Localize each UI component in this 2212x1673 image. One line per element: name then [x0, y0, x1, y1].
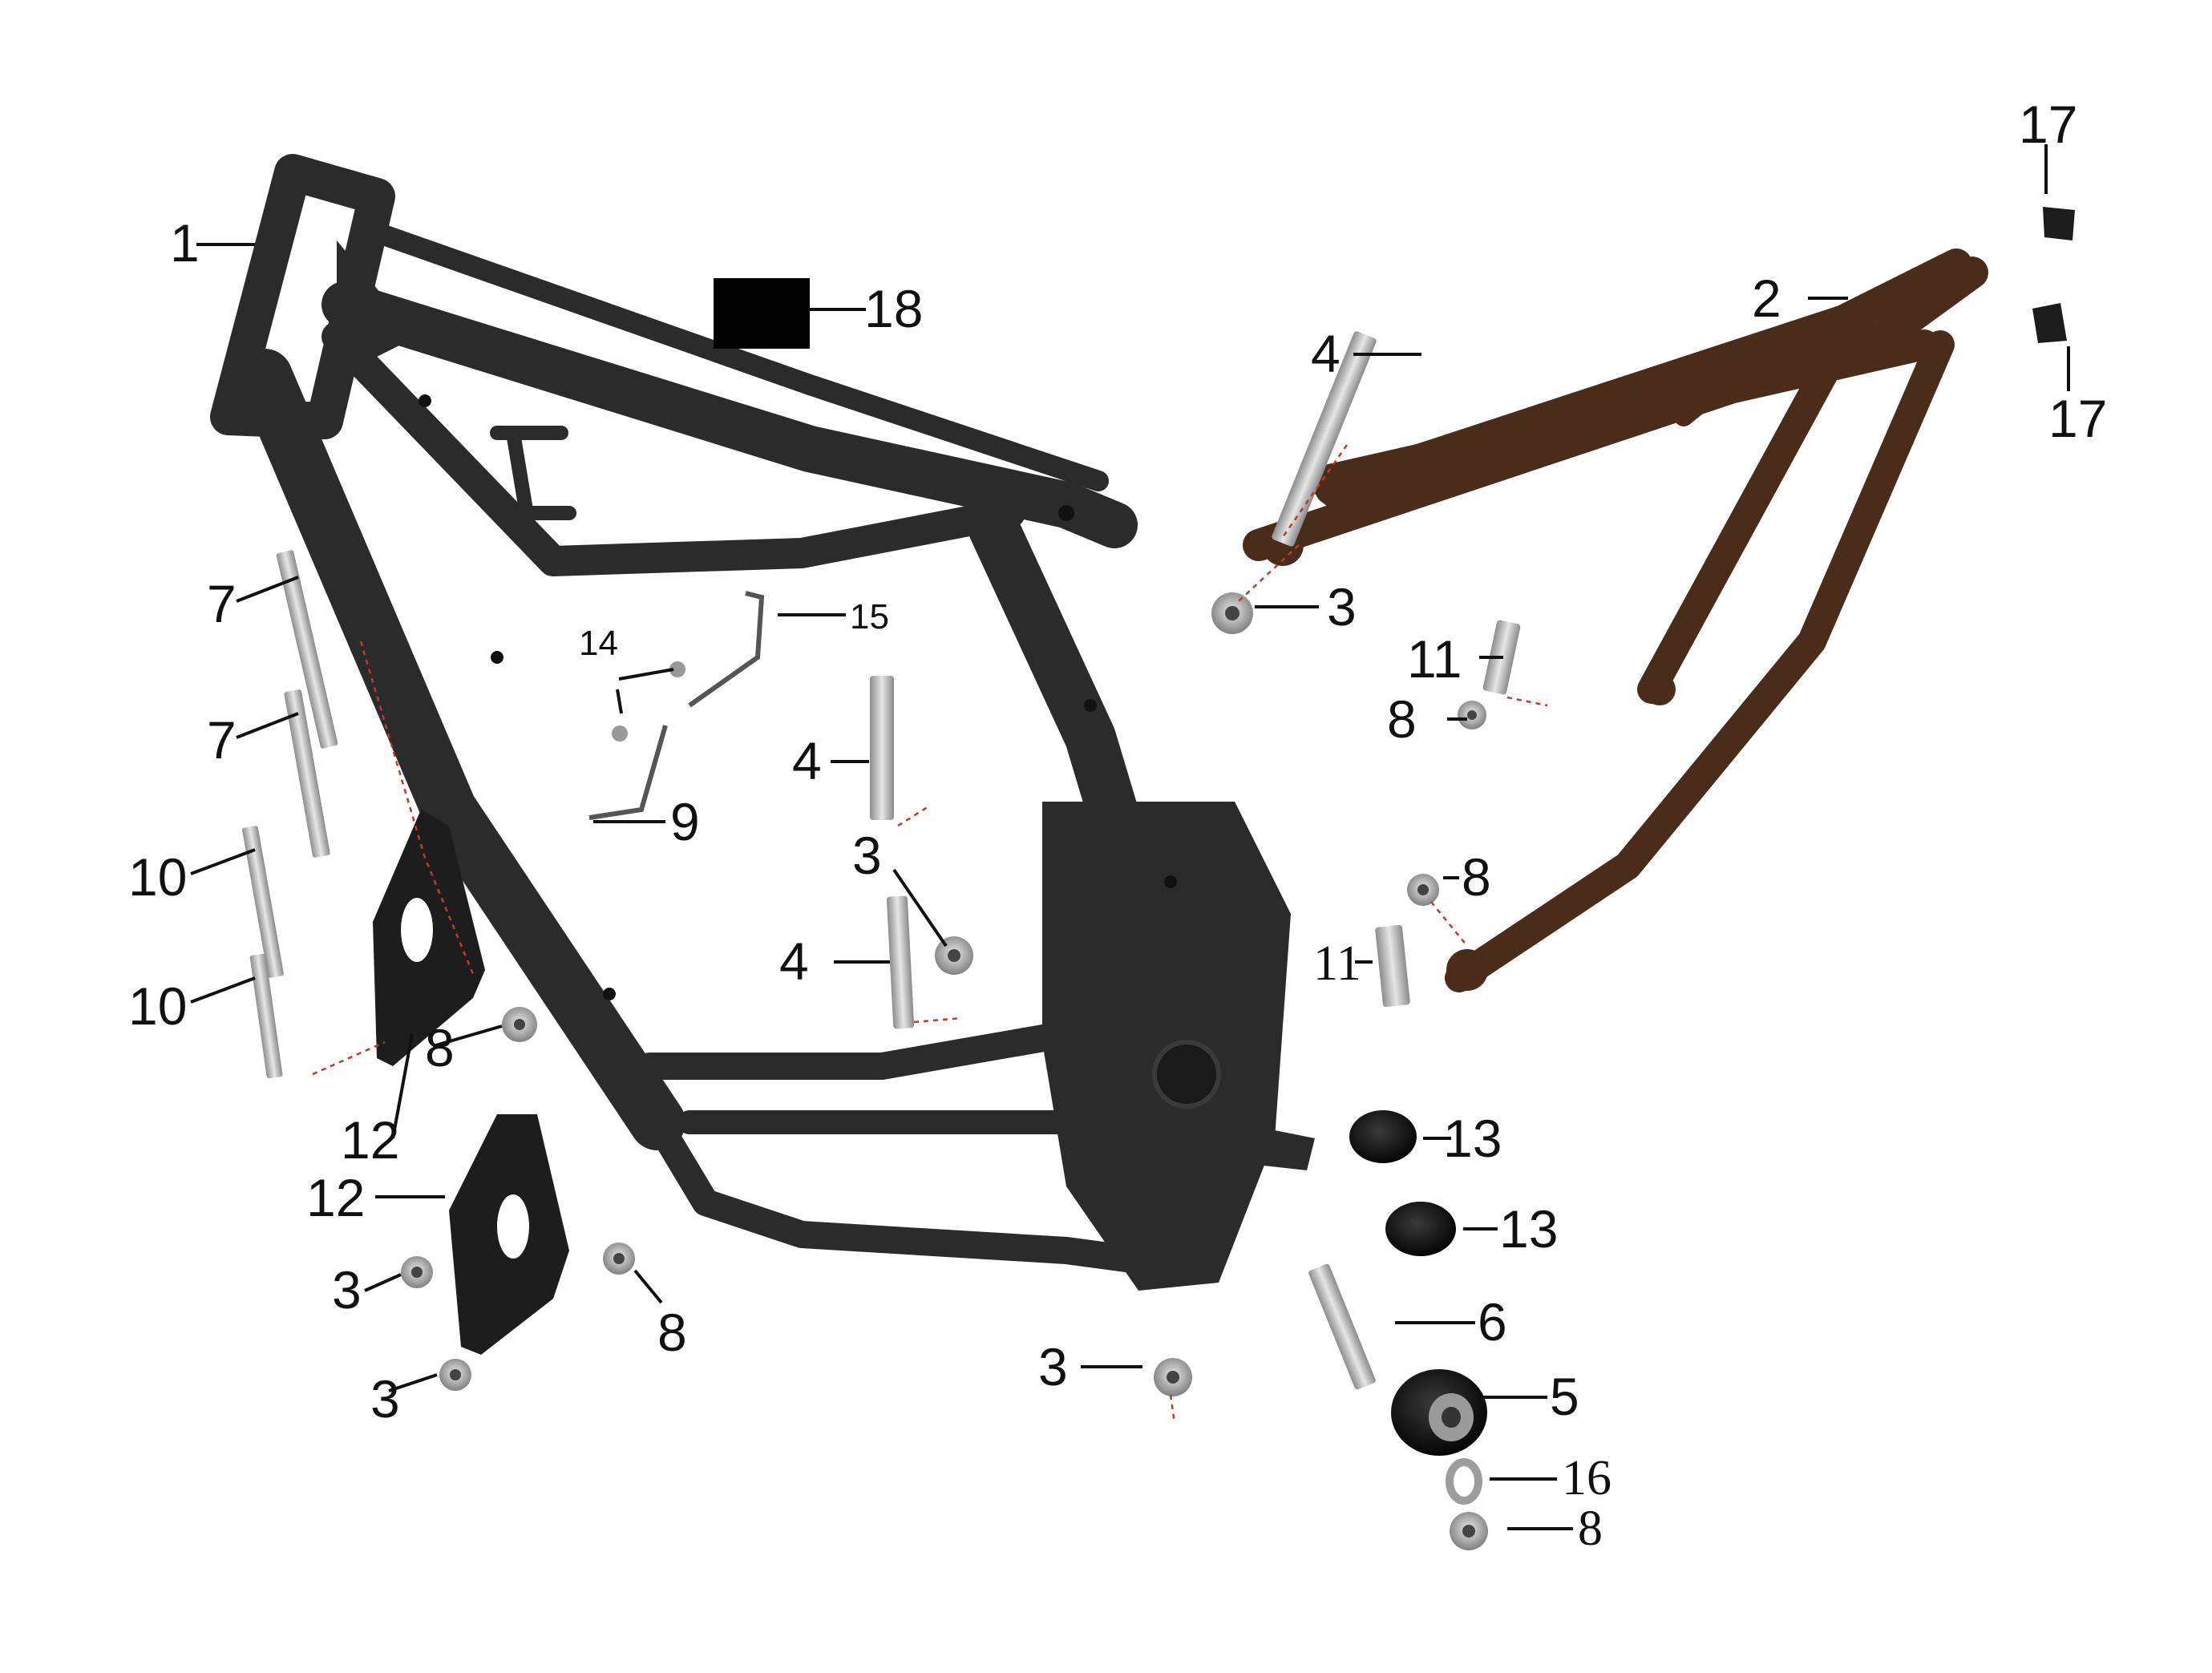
chain-roller-icon [1391, 1369, 1487, 1456]
alignment-guide [1430, 901, 1468, 947]
callout-3: 3 [332, 1260, 362, 1319]
bolt-icon [284, 689, 330, 858]
callout-7: 7 [207, 574, 237, 633]
bolt-icon [1272, 331, 1377, 547]
callout-3: 3 [1327, 577, 1357, 636]
rubber-cap-icon [1349, 1110, 1417, 1163]
callout-3: 3 [852, 826, 882, 885]
alignment-guide [913, 1016, 963, 1024]
callout-1: 1 [170, 213, 200, 273]
bolt-icon [886, 895, 915, 1029]
nut-icon [1458, 701, 1486, 729]
rubber-cap-icon [1385, 1202, 1456, 1256]
callout-8: 8 [1578, 1501, 1603, 1556]
washer-icon [1446, 1458, 1482, 1505]
callout-12: 12 [306, 1168, 365, 1227]
screw-icon [612, 725, 628, 742]
bolt-icon [276, 550, 338, 749]
leader-lines [190, 144, 2070, 1530]
callout-3: 3 [370, 1369, 400, 1429]
callout-11: 11 [1407, 629, 1462, 689]
nut-icon [1450, 1512, 1488, 1550]
callout-9: 9 [670, 792, 700, 851]
socket-bolt-icon [1375, 924, 1410, 1008]
alignment-guide [1506, 696, 1548, 707]
screw-icon [669, 661, 685, 677]
nut-icon [502, 1007, 537, 1042]
callout-labels: 1 2 3 3 3 3 3 4 4 4 5 6 7 7 8 8 8 8 8 9 … [128, 95, 2107, 1556]
callout-4: 4 [779, 931, 809, 991]
callout-16: 16 [1562, 1451, 1611, 1505]
label-plate [714, 278, 810, 349]
nut-icon [439, 1359, 471, 1391]
bolt-icon [242, 826, 284, 978]
callout-2: 2 [1752, 269, 1781, 328]
alignment-guide [897, 804, 931, 827]
bolt-icon [249, 953, 283, 1079]
main-frame [210, 154, 1315, 1291]
callout-8: 8 [657, 1303, 687, 1362]
bolt-icon [870, 676, 894, 820]
rubber-bumper-icon [2032, 303, 2067, 343]
nut-icon [603, 1243, 635, 1275]
nut-icon [1154, 1358, 1192, 1396]
nut-icon [401, 1256, 433, 1288]
callout-17: 17 [2048, 389, 2107, 448]
callout-12: 12 [341, 1110, 399, 1170]
rubber-bumper-icon [2043, 207, 2075, 240]
wire-bracket [688, 591, 765, 708]
callout-8: 8 [1387, 689, 1417, 749]
callout-11: 11 [1313, 936, 1361, 991]
nut-icon [1211, 592, 1253, 634]
callout-10: 10 [128, 976, 187, 1036]
callout-3: 3 [1038, 1337, 1068, 1396]
wire-bracket [588, 725, 668, 820]
callout-7: 7 [207, 710, 237, 770]
callout-17: 17 [2019, 95, 2077, 154]
alignment-guide [1169, 1394, 1176, 1424]
callout-4: 4 [792, 731, 822, 790]
callout-13: 13 [1499, 1199, 1558, 1259]
alignment-guide [1238, 544, 1300, 602]
callout-18: 18 [864, 279, 923, 338]
callout-5: 5 [1550, 1367, 1579, 1426]
nut-icon [935, 936, 973, 975]
alignment-guide [312, 1041, 386, 1076]
callout-8: 8 [1462, 847, 1491, 907]
callout-10: 10 [128, 847, 187, 907]
bolt-icon [1308, 1263, 1376, 1390]
callout-6: 6 [1478, 1292, 1507, 1352]
callout-8: 8 [425, 1018, 455, 1077]
alignment-guide [359, 641, 475, 975]
callout-13: 13 [1443, 1109, 1502, 1168]
rear-subframe [1243, 249, 1988, 992]
callout-14: 14 [579, 624, 618, 663]
nut-icon [1407, 874, 1439, 906]
callout-4: 4 [1311, 324, 1341, 383]
callout-15: 15 [850, 597, 889, 636]
